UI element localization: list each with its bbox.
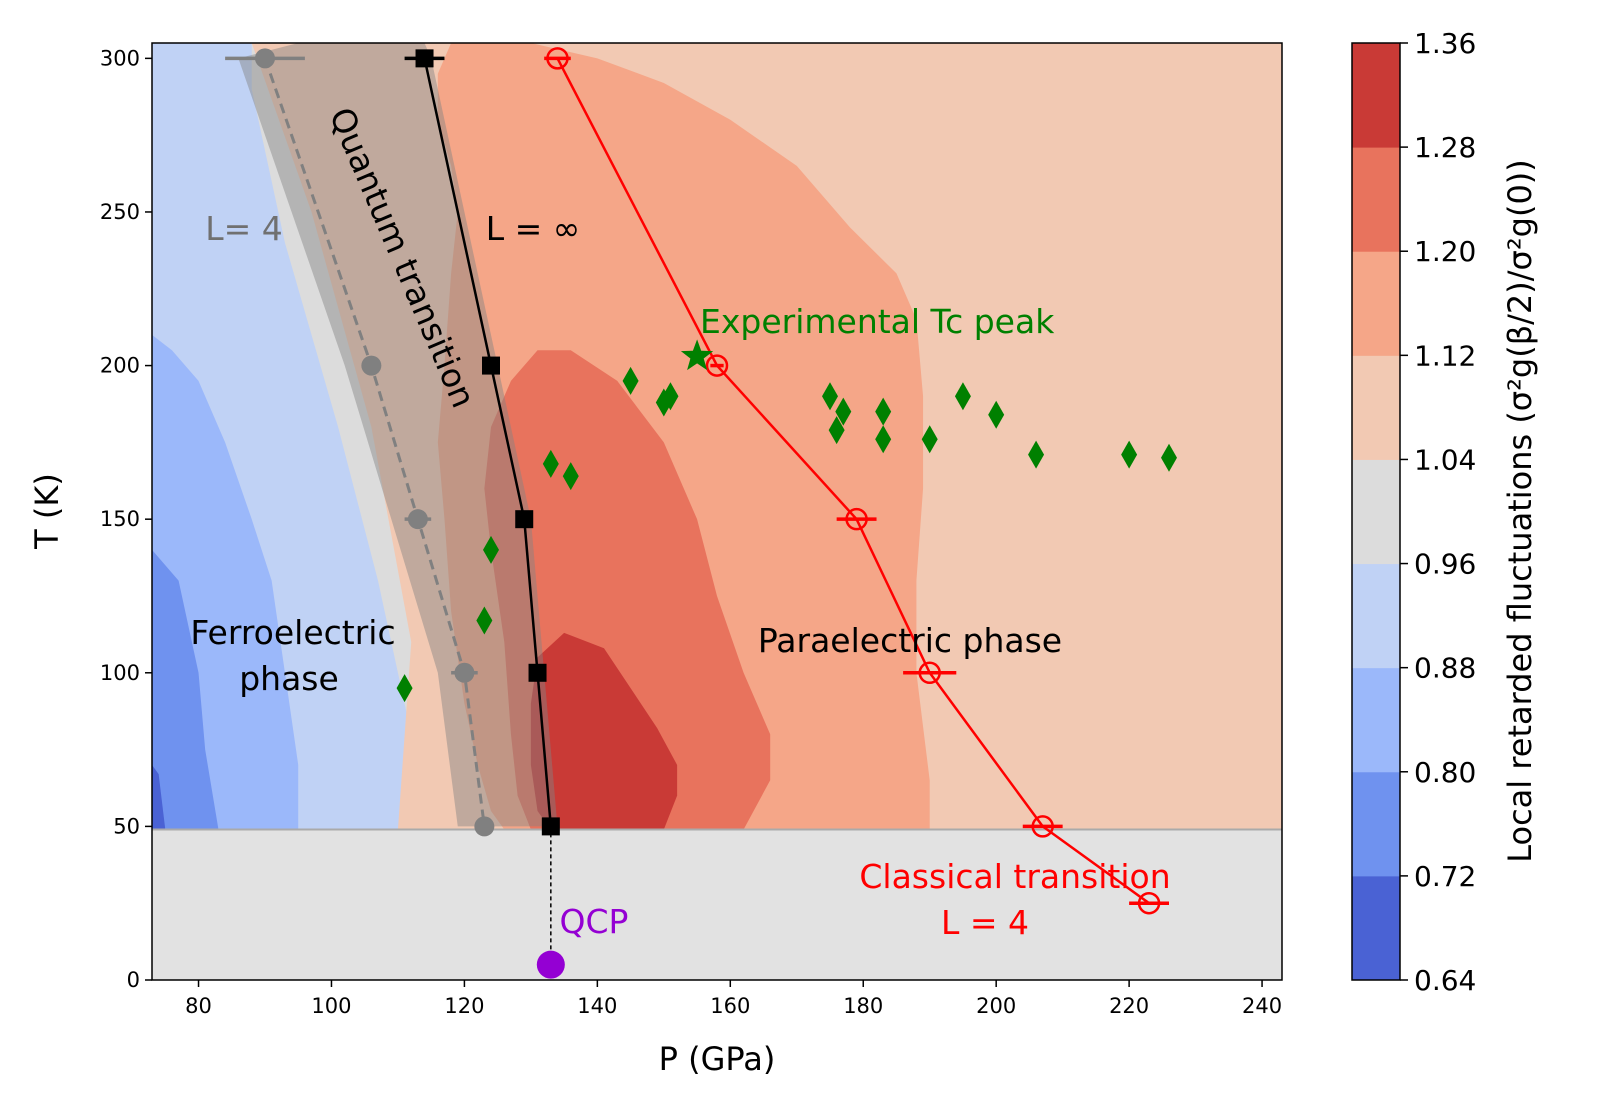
experimental-point	[476, 606, 493, 635]
experimental-point	[954, 382, 971, 411]
y-tick-label: 300	[100, 46, 140, 70]
classical-transition-label-line1: Classical transition	[859, 857, 1170, 896]
colorbar-swatch	[1352, 147, 1400, 252]
classical-point	[705, 354, 729, 377]
l4-point	[255, 48, 275, 69]
experimental-point	[662, 382, 679, 411]
classical-point	[1137, 891, 1161, 915]
classical-point	[1031, 815, 1054, 838]
experimental-point	[622, 366, 639, 395]
experimental-point	[875, 397, 892, 426]
linf-point	[482, 356, 500, 375]
l4-point	[454, 662, 475, 683]
experimental-point	[1121, 440, 1138, 469]
colorbar-tick-label: 1.12	[1414, 339, 1476, 372]
qcp-point	[536, 950, 565, 979]
classical-transition-line	[556, 57, 1150, 905]
x-tick-label: 80	[185, 994, 212, 1018]
y-tick-label: 200	[100, 354, 140, 378]
y-tick-label: 100	[100, 661, 140, 685]
l4-label: L= 4	[205, 209, 283, 248]
experimental-point	[483, 535, 499, 564]
contour-fill	[152, 43, 1282, 830]
quantum-transition-band	[238, 43, 558, 827]
contour-band	[152, 764, 166, 830]
colorbar-swatch	[1352, 563, 1400, 669]
linf-point	[515, 510, 534, 529]
colorbar-swatch	[1352, 355, 1400, 460]
colorbar-tick-label: 0.64	[1414, 964, 1476, 997]
colorbar-tick-label: 0.96	[1414, 548, 1476, 581]
plot-frame	[151, 42, 1283, 981]
linf-point	[541, 817, 560, 836]
series-layer	[225, 47, 1177, 979]
classical-point	[845, 507, 868, 531]
y-tick-label: 0	[127, 968, 140, 992]
colorbar-swatch	[1352, 875, 1400, 981]
experimental-point	[1028, 440, 1045, 469]
colorbar-tick-label: 1.20	[1414, 235, 1476, 268]
l4-point	[361, 355, 382, 376]
colorbar-tick-label: 1.28	[1414, 131, 1476, 164]
y-tick-label: 250	[100, 200, 140, 224]
linf-point	[528, 663, 547, 682]
experimental-point	[542, 449, 559, 478]
colorbar-tick-label: 0.72	[1414, 860, 1476, 893]
colorbar-swatch	[1352, 43, 1400, 148]
l4-point	[407, 509, 428, 530]
x-axis-ticks: 80 100 120 140 160 180 200 220 240	[185, 980, 1282, 1018]
colorbar-tick-label: 0.80	[1414, 756, 1476, 789]
colorbar-swatch	[1352, 251, 1400, 356]
ferroelectric-label-line2: phase	[239, 659, 339, 698]
experimental-point	[822, 382, 838, 411]
y-axis-label: T (K)	[28, 473, 66, 550]
colorbar-tick-label: 0.88	[1414, 652, 1476, 685]
x-tick-label: 140	[577, 994, 617, 1018]
colorbar-ticks: 0.64 0.72 0.80 0.88 0.96 1.04 1.12 1.20 1.28 1.36	[1400, 27, 1476, 997]
experimental-peak-label: Experimental Tc peak	[700, 302, 1055, 341]
x-tick-label: 180	[843, 994, 883, 1018]
colorbar-tick-label: 1.36	[1414, 27, 1476, 60]
classical-point	[546, 47, 569, 70]
x-tick-label: 160	[710, 994, 750, 1018]
experimental-point	[1161, 443, 1177, 472]
experimental-point	[396, 674, 413, 703]
x-tick-label: 100	[311, 994, 351, 1018]
x-tick-label: 240	[1242, 994, 1282, 1018]
experimental-point	[875, 425, 892, 454]
colorbar-label: Local retarded fluctuations (σ²g(β/2)/σ²…	[1501, 159, 1539, 863]
linf-label: L = ∞	[486, 209, 581, 248]
x-tick-label: 120	[444, 994, 484, 1018]
plot-area	[152, 43, 1282, 980]
paraelectric-label: Paraelectric phase	[758, 621, 1062, 660]
classical-point	[918, 661, 941, 685]
x-axis-label: P (GPa)	[659, 1040, 776, 1078]
x-tick-label: 220	[1109, 994, 1149, 1018]
contour-band	[530, 632, 678, 830]
contour-band	[152, 549, 219, 830]
experimental-point	[988, 400, 1005, 429]
colorbar-frame	[1351, 42, 1401, 981]
y-tick-label: 50	[113, 814, 140, 838]
linf-point	[415, 49, 434, 68]
experimental-point	[921, 425, 938, 454]
y-tick-label: 150	[100, 507, 140, 531]
ferroelectric-label-line1: Ferroelectric	[190, 613, 395, 652]
x-tick-label: 200	[976, 994, 1016, 1018]
colorbar	[1351, 42, 1401, 981]
y-axis-ticks: 0 50 100 150 200 250 300	[100, 46, 152, 992]
qcp-label: QCP	[560, 902, 629, 941]
colorbar-swatch	[1352, 771, 1400, 877]
experimental-peak-star	[680, 339, 714, 371]
experimental-point	[835, 397, 852, 426]
classical-region-band	[152, 829, 1282, 980]
colorbar-swatch	[1352, 459, 1400, 565]
experimental-point	[828, 416, 845, 445]
l4-point	[474, 816, 495, 837]
colorbar-tick-label: 1.04	[1414, 443, 1476, 476]
colorbar-swatch	[1352, 667, 1400, 773]
experimental-point	[562, 462, 579, 491]
classical-transition-label-line2: L = 4	[941, 903, 1029, 942]
